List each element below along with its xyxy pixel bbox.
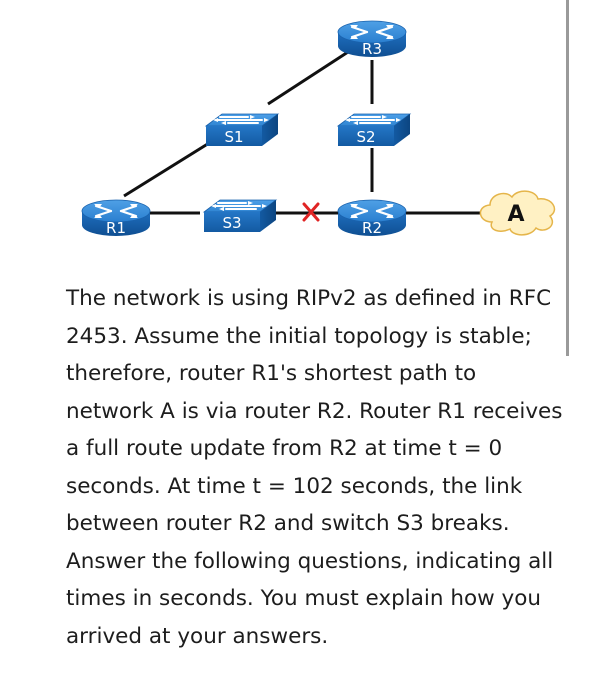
router-r1-label: R1	[106, 219, 126, 237]
switch-s1-label: S1	[224, 128, 243, 146]
switch-s2-label: S2	[356, 128, 375, 146]
link-r1-s1	[123, 138, 215, 198]
network-a-label: A	[507, 202, 524, 227]
switch-s3-label: S3	[222, 214, 241, 232]
switch-s3: S3	[203, 199, 277, 233]
link-break-x-icon	[302, 202, 320, 222]
scrollbar[interactable]	[566, 0, 569, 356]
router-r3-label: R3	[362, 40, 382, 58]
links	[123, 50, 486, 215]
switch-s2: S2	[337, 113, 411, 147]
link-s1-r3	[267, 50, 349, 106]
router-r2: R2	[336, 198, 408, 238]
switch-s1: S1	[205, 113, 279, 147]
network-a-cloud: A	[479, 190, 556, 236]
router-r1: R1	[80, 198, 152, 238]
router-r2-label: R2	[362, 219, 382, 237]
network-topology-diagram: R1 R2 R3 S1 S2 S3 A	[80, 19, 556, 238]
router-r3: R3	[336, 19, 408, 59]
question-text: The network is using RIPv2 as defined in…	[66, 286, 563, 649]
